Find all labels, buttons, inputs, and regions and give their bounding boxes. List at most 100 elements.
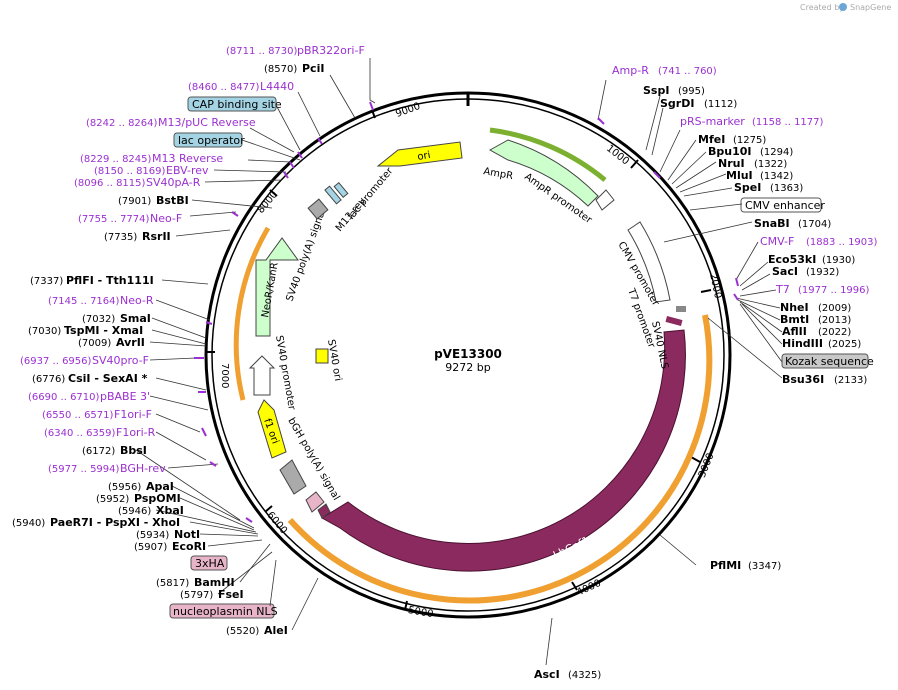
site-bmti-pos: (2013) — [818, 315, 851, 326]
site-avrii-pos: (7009) — [78, 338, 111, 349]
sv40-ori-feature[interactable] — [315, 348, 329, 364]
sv40-polya-feature[interactable] — [307, 198, 329, 220]
plasmid-size: 9272 bp — [445, 361, 490, 374]
site-snabi-name: SnaBI — [754, 217, 790, 230]
site-pcii-pos: (8570) — [264, 64, 297, 75]
nucleoplasmin-nls-feature[interactable] — [317, 503, 331, 519]
site-snabi-pos: (1704) — [798, 219, 831, 230]
site-paer7i-name: PaeR7I - PspXI - XhoI — [50, 516, 180, 529]
primer-neo-f-range: (7755 .. 7774) — [78, 214, 150, 225]
site-smai-pos: (7032) — [82, 314, 115, 325]
site-pspomi-name: PspOMI — [134, 492, 181, 505]
primer-cmv-f-range: (1883 .. 1903) — [806, 237, 878, 248]
site-pflmi-name: PflMI — [710, 559, 741, 572]
site-xbai-pos: (5946) — [118, 506, 151, 517]
kozak-feature[interactable] — [676, 306, 686, 312]
site-bamhi-name: BamHI — [194, 576, 235, 589]
primer-m13rev-range: (8229 .. 8245) — [80, 154, 152, 165]
3xha-pill[interactable] — [190, 555, 228, 571]
primer-cmv-f-name: CMV-F — [760, 235, 794, 248]
nucleoplasmin-nls-pill[interactable] — [169, 603, 275, 619]
site-apai-pos: (5956) — [108, 482, 141, 493]
site-noti-pos: (5934) — [136, 530, 169, 541]
label-group-bottom: AscI (4325) PflMI (3347) — [534, 559, 781, 681]
site-tspmi-name: TspMI - XmaI — [64, 324, 143, 337]
site-nrui-name: NruI — [718, 157, 745, 170]
tick-2000: 2000 — [707, 272, 723, 299]
primer-l4440-name: L4440 — [260, 80, 294, 93]
label-group-left: (8711 .. 8730) pBR322ori-F (8570) PciI (… — [12, 44, 365, 637]
connector-lines — [135, 58, 783, 666]
site-mfei-pos: (1275) — [733, 135, 766, 146]
snapgene-logo-icon — [839, 3, 847, 11]
ampr-feature[interactable] — [488, 139, 599, 207]
site-hindiii-name: HindIII — [782, 337, 823, 350]
primer-m13puc-name: M13/pUC Reverse — [158, 116, 256, 129]
site-apai-name: ApaI — [146, 480, 174, 493]
sv40-nls-feature[interactable] — [665, 316, 683, 326]
feature-track-orange-left — [233, 226, 271, 401]
primer-m13puc-range: (8242 .. 8264) — [86, 118, 158, 129]
cmv-enhancer-feature[interactable] — [627, 221, 671, 303]
kozak-sequence-text: Kozak sequence — [785, 355, 874, 368]
primer-pbr322ori-f-range: (8711 .. 8730) — [226, 46, 298, 57]
kozak-sequence-pill[interactable] — [781, 353, 869, 369]
primer-l4440-range: (8460 .. 8477) — [188, 82, 260, 93]
site-nrui-pos: (1322) — [754, 159, 787, 170]
site-aflii-pos: (2022) — [818, 327, 851, 338]
site-bstbi-name: BstBI — [156, 194, 189, 207]
site-paer7i-pos: (5940) — [12, 518, 45, 529]
site-pspomi-pos: (5952) — [96, 494, 129, 505]
lac-operator-feature[interactable] — [324, 185, 342, 205]
label-group-right: Amp-R (741 .. 760) SspI (995) SgrDI (111… — [612, 64, 878, 386]
primer-ebvrev-range: (8150 .. 8169) — [94, 166, 166, 177]
tick-8000: 8000 — [255, 189, 280, 216]
primer-sv40pro-f-range: (6937 .. 6956) — [20, 356, 92, 367]
f1ori-feature[interactable] — [257, 399, 287, 459]
primer-f1ori-f-name: F1ori-F — [114, 408, 152, 421]
lac-promoter-feature[interactable] — [333, 182, 349, 198]
site-sgrdi-name: SgrDI — [660, 97, 694, 110]
site-eco53ki-pos: (1930) — [822, 255, 855, 266]
neokanr-feature[interactable] — [255, 237, 299, 337]
primer-markers — [194, 101, 739, 523]
cap-binding-site-pill[interactable] — [187, 96, 277, 112]
credit-text: Created by — [800, 3, 844, 12]
bgh-feature[interactable] — [279, 459, 307, 495]
ori-feature[interactable] — [376, 141, 463, 167]
ampr-promoter-feature[interactable] — [595, 189, 615, 211]
site-asci-pos: (4325) — [568, 670, 601, 681]
primer-m13rev-name: M13 Reverse — [152, 152, 223, 165]
site-pflfi-pos: (7337) — [30, 276, 63, 287]
3xha-feature[interactable] — [305, 491, 325, 513]
cmv-enhancer-pill[interactable] — [740, 197, 822, 213]
site-bbsi-name: BbsI — [120, 444, 147, 457]
credit-brand: SnapGene — [850, 3, 891, 12]
sv40-promoter-feature[interactable] — [248, 355, 276, 396]
sv40-promoter-label: SV40 promoter — [273, 335, 297, 412]
site-fsei-name: FseI — [218, 588, 244, 601]
site-hindiii-pos: (2025) — [828, 339, 861, 350]
site-bstbi-pos: (7901) — [118, 196, 151, 207]
site-sspi-pos: (995) — [678, 86, 705, 97]
lbcpf1-feature[interactable] — [321, 329, 686, 572]
site-asci-name: AscI — [534, 668, 560, 681]
site-bpu10i-name: Bpu10I — [708, 145, 752, 158]
site-mfei-name: MfeI — [698, 133, 725, 146]
site-csii-name: CsiI - SexAI * — [68, 372, 148, 385]
primer-neo-r-name: Neo-R — [120, 294, 154, 307]
site-csii-pos: (6776) — [32, 374, 65, 385]
primer-pbabe3-name: pBABE 3' — [100, 390, 150, 403]
cap-binding-site-text: CAP binding site — [192, 98, 282, 111]
plasmid-name: pVE13300 — [434, 347, 502, 361]
site-smai-name: SmaI — [120, 312, 151, 325]
primer-bgh-rev-name: BGH-rev — [120, 462, 166, 475]
primer-bgh-rev-range: (5977 .. 5994) — [48, 464, 120, 475]
site-bpu10i-pos: (1294) — [760, 147, 793, 158]
primer-f1ori-r-range: (6340 .. 6359) — [44, 428, 116, 439]
site-sspi-name: SspI — [643, 84, 669, 97]
primer-sv40pa-r-range: (8096 .. 8115) — [74, 178, 146, 189]
primer-pbr322ori-f-name: pBR322ori-F — [297, 44, 365, 57]
primer-prs-marker-range: (1158 .. 1177) — [752, 117, 824, 128]
